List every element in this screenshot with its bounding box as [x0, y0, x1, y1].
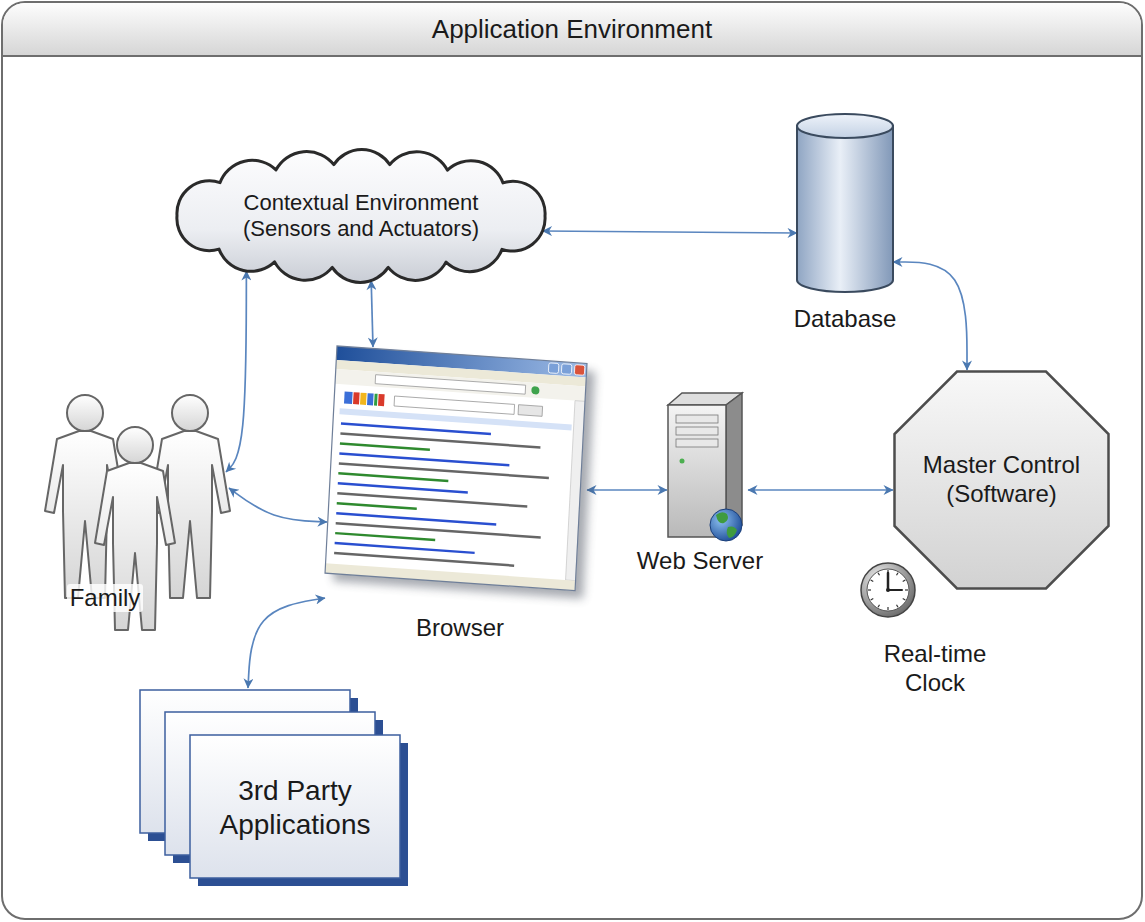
- clock-tick: [887, 607, 888, 610]
- drive-bay: [676, 439, 718, 447]
- window-screenshot-part: [340, 442, 430, 451]
- clock-tick: [871, 599, 874, 601]
- node-label: Family: [67, 584, 144, 613]
- clock-icon: Real-time Clock: [855, 560, 1005, 705]
- text-box: Browser: [400, 612, 520, 644]
- window-screenshot: [325, 346, 587, 591]
- window-screenshot-part: [325, 563, 576, 590]
- text-box: Real-time Clock: [870, 638, 1000, 700]
- page-sheet: [190, 735, 400, 878]
- text-box: Database: [777, 302, 913, 336]
- text-box: Family: [40, 582, 170, 614]
- double-arrow: [371, 281, 373, 347]
- window-screenshot-part: [561, 364, 572, 375]
- window-screenshot-part: [574, 365, 585, 376]
- node-label: Contextual Environment (Sensors and Actu…: [226, 190, 496, 243]
- power-light: [680, 459, 685, 464]
- web-server-icon: Web Server: [620, 385, 780, 580]
- window-screenshot-part: [360, 393, 367, 405]
- person-head: [172, 395, 208, 431]
- cylinder-body: [797, 126, 893, 292]
- clock-tick: [878, 573, 880, 576]
- window-screenshot-part: [325, 346, 587, 591]
- clock-tick: [868, 589, 871, 590]
- node-label: Web Server: [637, 547, 763, 576]
- double-arrow: [543, 231, 797, 233]
- database-cylinder: Database: [777, 112, 913, 340]
- window-screenshot-part: [337, 502, 417, 510]
- window-screenshot-part: [344, 392, 353, 405]
- window-screenshot-part: [335, 542, 475, 554]
- text-box: Master Control (Software): [903, 410, 1100, 550]
- clock-tick: [905, 589, 908, 590]
- octagon-outline: [895, 372, 1109, 589]
- window-screenshot-part: [338, 482, 468, 494]
- text-box: Contextual Environment (Sensors and Actu…: [195, 166, 527, 266]
- person-head: [117, 427, 153, 463]
- context-cloud: Contextual Environment (Sensors and Actu…: [155, 146, 567, 286]
- window-screenshot-part: [394, 396, 515, 414]
- clock-pin: [886, 588, 890, 592]
- clock-tick: [903, 580, 906, 582]
- clock-face: [867, 569, 909, 611]
- window-screenshot-part: [367, 393, 374, 405]
- clock-tick: [871, 580, 874, 582]
- clock-hand: [887, 573, 890, 590]
- node-label: Master Control (Software): [912, 451, 1092, 509]
- clock-tick: [897, 605, 899, 608]
- window-screenshot-part: [335, 532, 435, 541]
- node-label: Browser: [416, 614, 504, 643]
- window-screenshot-part: [518, 405, 543, 417]
- double-arrow: [893, 262, 967, 370]
- window-screenshot-part: [325, 346, 587, 591]
- globe-land: [716, 512, 737, 538]
- double-arrow: [226, 271, 246, 472]
- window-screenshot-part: [378, 394, 385, 406]
- drive-bay: [676, 415, 718, 423]
- clock-tick: [878, 605, 880, 608]
- node-label: Database: [794, 305, 897, 334]
- window-screenshot-part: [334, 552, 514, 567]
- clock-bezel: [861, 563, 915, 617]
- globe: [710, 509, 742, 541]
- window-screenshot-part: [531, 386, 539, 395]
- clock-tick: [903, 599, 906, 601]
- cylinder-top: [797, 114, 893, 138]
- cloud-outline: [177, 150, 545, 283]
- window-screenshot-part: [375, 375, 525, 394]
- node-label: 3rd Party Applications: [200, 774, 390, 841]
- frame-heading: Application Environment: [432, 14, 712, 45]
- window-screenshot-part: [353, 392, 360, 404]
- window-screenshot-part: [374, 394, 378, 406]
- person-head: [67, 395, 103, 431]
- node-label: Real-time Clock: [873, 640, 998, 698]
- window-screenshot-part: [341, 422, 491, 435]
- browser-window-drawing: [325, 340, 605, 645]
- text-box: Application Environment: [3, 3, 1141, 57]
- window-screenshot-part: [336, 512, 496, 526]
- control-octagon: Master Control (Software): [893, 370, 1110, 590]
- window-screenshot-part: [338, 472, 448, 482]
- double-arrow: [748, 489, 893, 491]
- text-box: Web Server: [620, 545, 780, 577]
- double-arrow: [248, 598, 325, 688]
- browser-window: Browser: [325, 340, 605, 645]
- family-figures: Family: [40, 390, 240, 640]
- clock-hand: [888, 589, 902, 591]
- double-arrow: [587, 489, 667, 491]
- window-screenshot-part: [548, 363, 559, 374]
- clock-tick: [897, 573, 899, 576]
- text-box: 3rd Party Applications: [195, 738, 395, 878]
- document-stack: 3rd Party Applications: [140, 688, 415, 888]
- window-screenshot-part: [566, 401, 585, 581]
- double-arrow: [229, 488, 327, 522]
- drive-bay: [676, 427, 718, 435]
